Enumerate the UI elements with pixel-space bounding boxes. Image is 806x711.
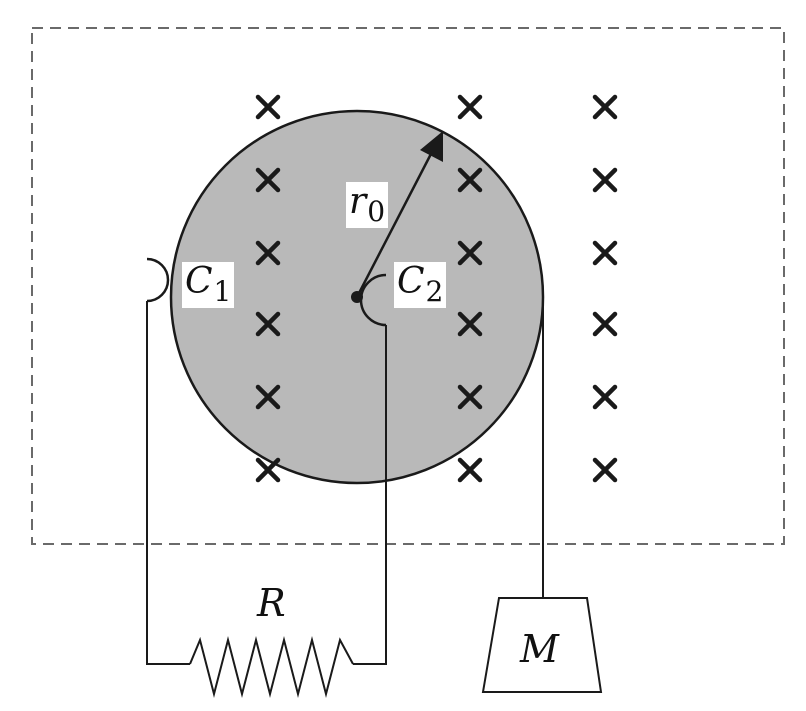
field-cross-icon xyxy=(592,384,618,410)
field-cross-icon xyxy=(255,384,281,410)
radius-arrow-head xyxy=(420,131,443,162)
contact-c1-label-main: C xyxy=(185,261,213,302)
field-crosses-on-disk xyxy=(255,167,483,483)
contact-c2-label-sub: 2 xyxy=(425,274,444,308)
field-cross-icon xyxy=(592,94,618,120)
field-region-border xyxy=(31,27,785,545)
field-cross-icon xyxy=(592,240,618,266)
hanging-mass xyxy=(481,597,603,693)
contact-c2-label: C2 xyxy=(394,261,447,308)
field-cross-icon xyxy=(592,167,618,193)
resistor-label: R xyxy=(257,581,286,625)
radius-arrow-shaft xyxy=(355,149,435,298)
field-cross-icon xyxy=(255,311,281,337)
wire-c2-to-resistor xyxy=(353,325,387,665)
contact-c1-label: C1 xyxy=(182,261,235,308)
field-cross-icon xyxy=(255,94,281,120)
field-cross-icon xyxy=(457,457,483,483)
radius-label: r0 xyxy=(346,181,389,228)
brush-contact-c1 xyxy=(146,257,170,303)
contact-c1-label-sub: 1 xyxy=(213,274,232,308)
field-cross-icon xyxy=(457,384,483,410)
field-cross-icon xyxy=(255,240,281,266)
field-cross-icon xyxy=(457,167,483,193)
field-cross-icon xyxy=(592,311,618,337)
contact-c2-label-main: C xyxy=(397,261,425,302)
mass-label: M xyxy=(520,627,559,671)
field-cross-icon xyxy=(592,457,618,483)
brush-contact-c2 xyxy=(359,273,387,327)
wire-c1-to-resistor xyxy=(146,301,190,665)
radius-label-sub: 0 xyxy=(367,194,386,228)
field-cross-icon xyxy=(255,457,281,483)
field-cross-icon xyxy=(457,94,483,120)
field-cross-icon xyxy=(255,167,281,193)
radius-label-main: r xyxy=(349,181,367,222)
field-crosses xyxy=(255,94,618,483)
resistor-zigzag xyxy=(189,636,354,698)
field-cross-icon xyxy=(457,240,483,266)
field-cross-icon xyxy=(457,311,483,337)
